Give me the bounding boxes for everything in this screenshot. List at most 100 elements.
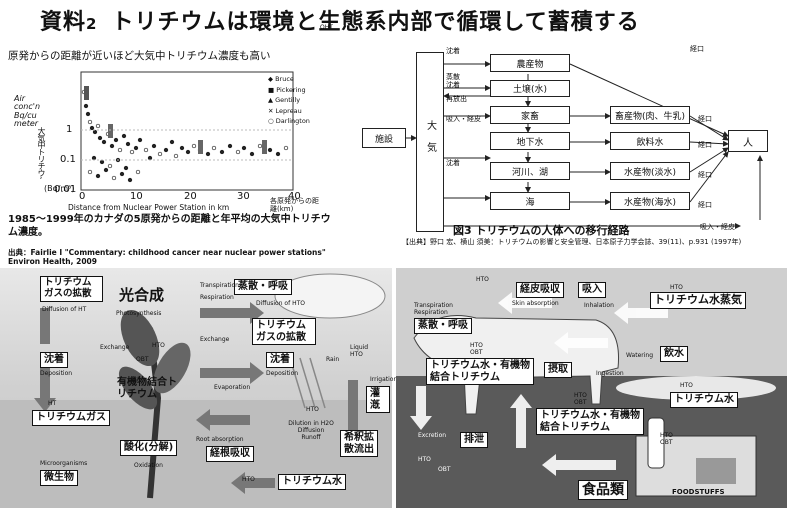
chart-point (227, 143, 233, 149)
chart-source: 出典：Fairlie I "Commentary: childhood canc… (8, 248, 326, 266)
chart-point (241, 145, 247, 151)
y-tick-0.01: 0.01 (54, 184, 77, 195)
label-reemission: 再放出 (446, 95, 467, 103)
legend-item: ▲ Gentilly (268, 96, 301, 104)
y-tick-0.1: 0.1 (60, 154, 76, 165)
box-groundwater: 地下水 (490, 132, 570, 150)
chart-range-bar (84, 86, 89, 100)
chart-point (95, 123, 101, 129)
label-dilution: Dilution in H2O Diffusion Runoff (288, 420, 334, 441)
y-axis-unit: (Bq/m³) (44, 184, 75, 193)
pathway-arrows (404, 61, 763, 229)
legend-item: ○ Darlington (268, 117, 310, 125)
tag-microorganisms: 微生物 (40, 470, 78, 486)
y-axis-label-jp: 大気中トリチウム濃度 (37, 127, 46, 179)
chart-point (99, 159, 105, 165)
label-hto: HTO (418, 456, 431, 463)
chart-point (205, 151, 211, 157)
plant-cycle-panel (0, 268, 392, 508)
chart-point (109, 143, 115, 149)
chart-point (95, 173, 101, 179)
chart-point (113, 137, 119, 143)
chart-legend: ◆ Bruce ■ Pickering ▲ Gentilly ✕ Lepreau… (268, 74, 310, 127)
label-diffusion-ht: Diffusion of HT (42, 306, 87, 313)
box-drinking-water: 飲料水 (610, 132, 690, 150)
box-human: 人 (728, 130, 768, 152)
tag-drinking: 飲水 (660, 346, 688, 362)
chart-point (91, 155, 97, 161)
chart-point (137, 137, 143, 143)
chart-point (92, 129, 98, 135)
tag-deposition: 沈着 (40, 352, 68, 368)
chart-point (129, 149, 135, 155)
y-tick-1: 1 (66, 124, 73, 135)
chart-point (147, 155, 153, 161)
chart-point (267, 147, 273, 153)
label-ht: HT (48, 400, 57, 407)
label-respiration: Respiration (200, 294, 234, 301)
box-crops: 農産物 (490, 54, 570, 72)
chart-point (249, 151, 255, 157)
label-hto-obt: HTO OBT (470, 342, 483, 356)
x-axis-label-jp: 各原発からの距離(km) (270, 197, 319, 213)
label-excretion: Excretion (418, 432, 447, 439)
box-facility: 施設 (362, 128, 406, 148)
label-oxidation: Oxidation (134, 462, 163, 469)
x-tick-0: 0 (79, 191, 86, 202)
label-root-absorption: Root absorption (196, 436, 244, 443)
label-deposition-en: Deposition (266, 370, 299, 377)
label-rain: Rain (326, 356, 340, 363)
tag-oxidation: 酸化(分解) (120, 440, 178, 456)
label-hto-obt: HTO OBT (574, 392, 587, 406)
chart-point (133, 145, 139, 151)
x-tick-40: 40 (288, 191, 301, 202)
scatter-chart (80, 71, 294, 191)
tag-root-absorption: 経根吸収 (206, 446, 254, 462)
label-inhalation: Inhalation (584, 302, 614, 309)
label-foodstuffs: FOODSTUFFS (672, 488, 725, 496)
label-irrigation: Irrigation (370, 376, 398, 383)
chart-point (85, 111, 91, 117)
chart-point (257, 143, 263, 149)
chart-caption: 1985～1999年のカナダの5原発からの距離と年平均の大気中トリチウム濃度。 (8, 214, 331, 238)
chart-point (89, 125, 95, 131)
tag-dilution: 希釈拡散流出 (340, 430, 378, 457)
chart-point (169, 139, 175, 145)
tag-hto-obt: トリチウム水・有機物結合トリチウム (536, 408, 644, 435)
box-livestock: 家畜 (490, 106, 570, 124)
legend-item: ■ Pickering (268, 85, 306, 94)
chart-point (87, 169, 93, 175)
label-exchange: Exchange (100, 344, 130, 351)
chart-point (83, 103, 89, 109)
label-evaporation: 蒸散 (446, 73, 460, 81)
title-text: トリチウムは環境と生態系内部で循環して蓄積する (111, 10, 640, 35)
legend-item: ◆ Bruce (268, 75, 294, 83)
box-livestock-products: 畜産物(肉、牛乳) (610, 106, 690, 124)
label-hto: HTO (670, 284, 683, 291)
label-hto: HTO (680, 382, 693, 389)
label-diffusion-hto: Diffusion of HTO (256, 300, 305, 307)
box-sea: 海 (490, 192, 570, 210)
label-exchange: Exchange (200, 336, 230, 343)
chart-range-bar (108, 124, 113, 138)
label-oral: 経口 (698, 171, 712, 179)
label-transpiration: Transpiration (200, 282, 239, 289)
tag-tritium-water: トリチウム水 (278, 474, 346, 490)
chart-point (101, 139, 107, 145)
chart-point (117, 147, 123, 153)
chart-point (119, 171, 125, 177)
box-freshwater-fish: 水産物(淡水) (610, 162, 690, 180)
chart-subtitle: 原発からの距離が近いほど大気中トリチウム濃度も高い (8, 50, 271, 62)
title-prefix: 資料 (40, 10, 87, 35)
chart-point (235, 149, 241, 155)
chart-range-bar (198, 140, 203, 154)
title-number: 2 (86, 15, 98, 33)
chart-point (173, 153, 179, 159)
label-watering: Watering (626, 352, 654, 359)
chart-range-bar (262, 140, 267, 154)
legend-item: ✕ Lepreau (268, 106, 302, 115)
label-skin-absorption: Skin absorption (512, 300, 559, 307)
tag-excretion: 排泄 (460, 432, 488, 448)
x-tick-30: 30 (237, 191, 250, 202)
tag-organic-tritium: 有機物結合トリチウム (117, 377, 177, 400)
